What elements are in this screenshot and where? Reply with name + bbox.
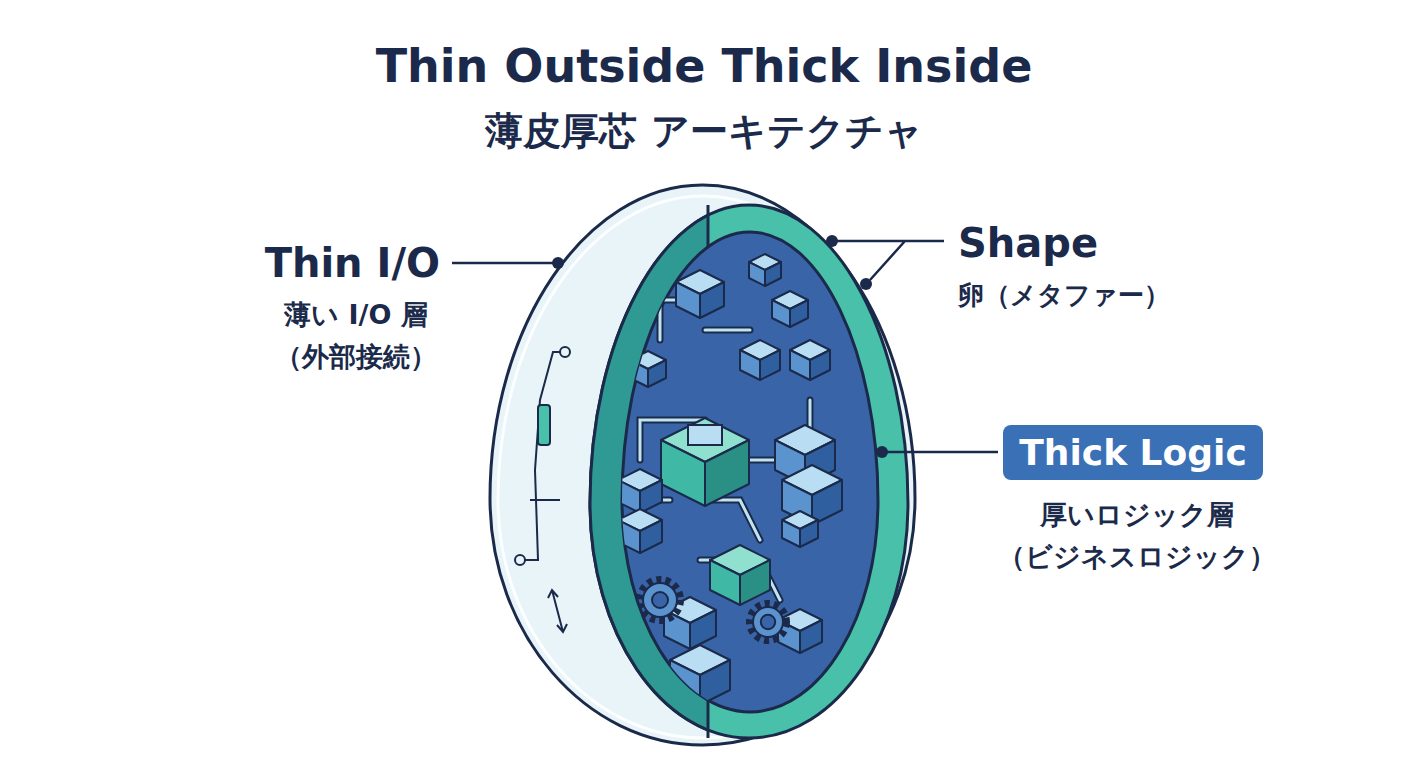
highlight-box: Thick Logic: [1003, 425, 1263, 480]
logic-core: [622, 232, 878, 712]
logic-machinery: [618, 254, 842, 705]
subtitle: 薄皮厚芯 アーキテクチャ: [485, 110, 922, 154]
callout-label: 薄い I/O 層: [284, 299, 428, 330]
callout-label: Shape: [958, 220, 1098, 266]
egg-shell: [490, 185, 915, 745]
logic-band: [590, 205, 908, 738]
io-wire: [515, 347, 570, 632]
callout-label: （外部接続）: [275, 341, 437, 372]
leader-dot: [860, 278, 872, 290]
leader-dot: [826, 235, 838, 247]
callout-label: Thin I/O: [265, 240, 440, 286]
leader-dot: [876, 446, 888, 458]
callout-label: 厚いロジック層: [1040, 499, 1234, 530]
callout-label: （ビジネスロジック）: [998, 541, 1276, 572]
leader-dot: [552, 257, 564, 269]
callout-label: 卵（メタファー）: [958, 281, 1170, 311]
leader-line: [452, 241, 998, 452]
box-label: Thick Logic: [1019, 432, 1246, 473]
title: Thin Outside Thick Inside: [376, 40, 1033, 93]
